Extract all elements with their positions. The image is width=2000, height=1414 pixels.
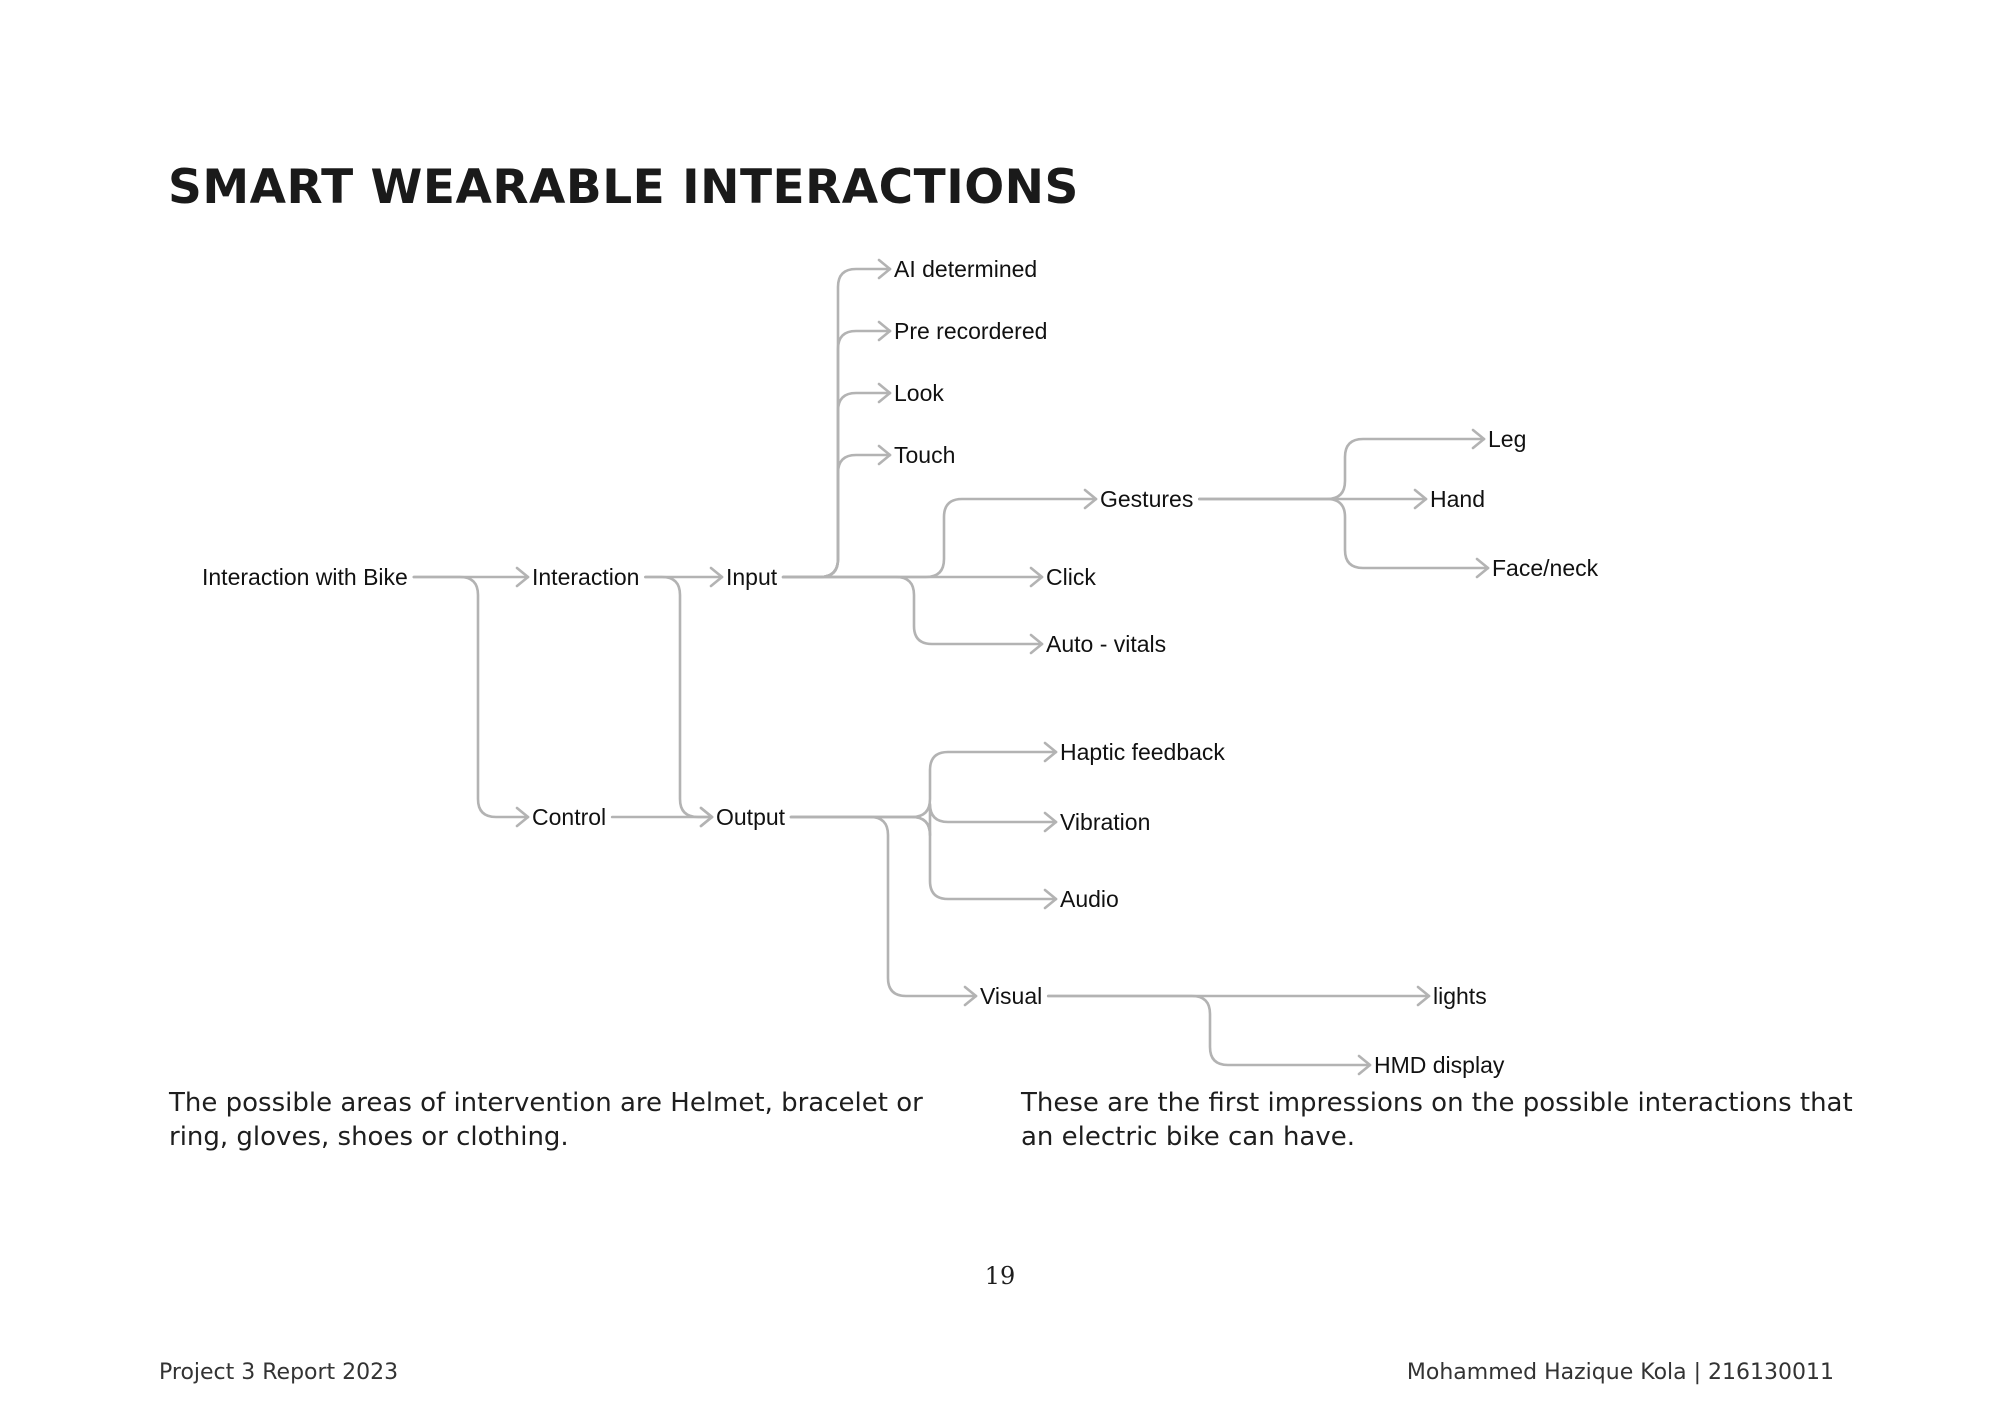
- edge-output-visual: [789, 815, 978, 998]
- node-gestures: Gestures: [1100, 486, 1193, 512]
- node-touch: Touch: [894, 442, 955, 468]
- arrowhead-control: [515, 806, 530, 828]
- edge-output-haptic: [789, 750, 1058, 819]
- node-click: Click: [1046, 564, 1096, 590]
- arrowhead-vibration: [1043, 811, 1058, 833]
- arrowhead-gestures: [1083, 488, 1098, 510]
- edge-input-look: [781, 391, 892, 579]
- footer-author: Mohammed Hazique Kola | 216130011: [1406, 1360, 1834, 1385]
- arrowhead-input: [709, 566, 724, 588]
- node-haptic: Haptic feedback: [1060, 739, 1225, 765]
- node-pre: Pre recordered: [894, 318, 1047, 344]
- node-control: Control: [532, 804, 606, 830]
- edge-input-auto: [781, 575, 1044, 646]
- arrowhead-click: [1029, 566, 1044, 588]
- edge-input-touch: [781, 453, 892, 579]
- node-visual: Visual: [980, 983, 1042, 1009]
- node-face: Face/neck: [1492, 555, 1599, 581]
- page-title: SMART WEARABLE INTERACTIONS: [168, 160, 1079, 215]
- node-look: Look: [894, 380, 944, 406]
- edge-root-control: [412, 575, 530, 819]
- diagram-edges: [412, 258, 1490, 1076]
- page-number: 19: [984, 1262, 1016, 1290]
- edge-interaction-output: [644, 575, 714, 819]
- footer-project: Project 3 Report 2023: [159, 1360, 399, 1385]
- arrowhead-interaction: [515, 566, 530, 588]
- node-leg: Leg: [1488, 426, 1526, 452]
- arrowhead-output: [699, 806, 714, 828]
- edge-visual-hmd: [1046, 994, 1372, 1067]
- arrowhead-ai: [877, 258, 892, 280]
- edge-input-ai: [781, 267, 892, 579]
- arrowhead-face: [1475, 557, 1490, 579]
- arrowhead-hand: [1413, 488, 1428, 510]
- arrowhead-auto: [1029, 633, 1044, 655]
- node-lights: lights: [1433, 983, 1487, 1009]
- node-hand: Hand: [1430, 486, 1485, 512]
- node-ai: AI determined: [894, 256, 1037, 282]
- edge-output-audio: [789, 815, 1058, 901]
- node-root: Interaction with Bike: [202, 564, 408, 590]
- node-vibration: Vibration: [1060, 809, 1150, 835]
- arrowhead-touch: [877, 444, 892, 466]
- node-hmd: HMD display: [1374, 1052, 1505, 1078]
- node-input: Input: [726, 564, 778, 590]
- arrowhead-leg: [1471, 428, 1486, 450]
- arrowhead-visual: [963, 985, 978, 1007]
- arrowhead-look: [877, 382, 892, 404]
- node-output: Output: [716, 804, 786, 830]
- arrowhead-hmd: [1357, 1054, 1372, 1076]
- arrowhead-audio: [1043, 888, 1058, 910]
- caption-right: These are the first impressions on the p…: [1021, 1088, 1853, 1152]
- arrowhead-pre: [877, 320, 892, 342]
- edge-gestures-face: [1198, 497, 1490, 570]
- node-interaction: Interaction: [532, 564, 639, 590]
- arrowhead-haptic: [1043, 741, 1058, 763]
- node-audio: Audio: [1060, 886, 1119, 912]
- arrowhead-lights: [1416, 985, 1431, 1007]
- caption-left: The possible areas of intervention are H…: [169, 1088, 923, 1152]
- node-auto: Auto - vitals: [1046, 631, 1166, 657]
